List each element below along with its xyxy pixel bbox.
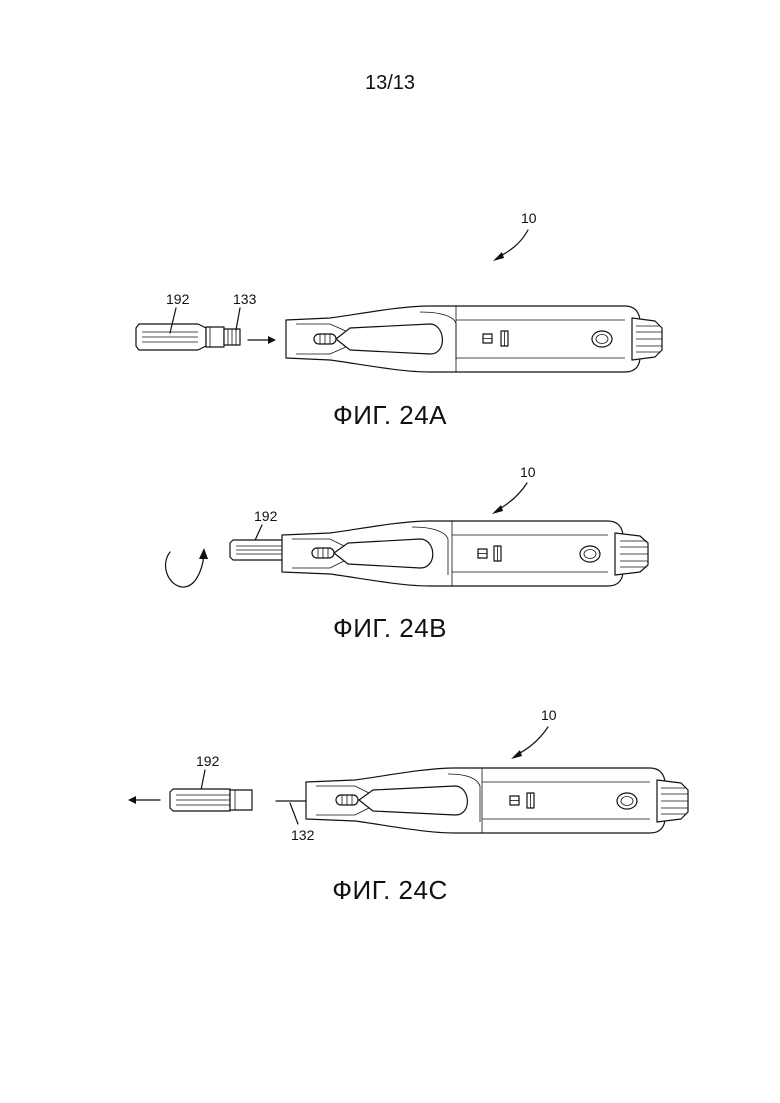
label-cap-192: 192 <box>196 753 220 769</box>
leader-133 <box>236 308 240 330</box>
figure-caption-24b: ФИГ. 24B <box>0 613 780 644</box>
protective-cap <box>136 324 240 350</box>
page-number: 13/13 <box>0 72 780 95</box>
removal-arrowhead <box>128 796 136 804</box>
device-body <box>282 521 648 586</box>
rotation-arrow <box>166 552 204 587</box>
arrowhead-10 <box>493 252 504 261</box>
protective-cap-attached <box>230 540 290 560</box>
arrowhead-10 <box>492 505 503 514</box>
device-body <box>286 306 662 372</box>
label-device-10: 10 <box>541 707 557 723</box>
figure-caption-24a: ФИГ. 24A <box>0 400 780 431</box>
protective-cap-removed <box>170 789 252 811</box>
label-needle-132: 132 <box>291 827 315 843</box>
rotation-arrowhead <box>199 548 208 559</box>
label-cap-192: 192 <box>254 508 278 524</box>
figure-24c: 10 192 132 <box>0 700 780 920</box>
figure-caption-24c: ФИГ. 24C <box>0 875 780 906</box>
figure-24b: 10 192 <box>0 455 780 655</box>
figure-24a: 10 192 133 <box>0 200 780 440</box>
label-cap-192: 192 <box>166 291 190 307</box>
insert-arrowhead <box>268 336 276 344</box>
device-body <box>306 768 688 833</box>
label-thread-133: 133 <box>233 291 257 307</box>
label-device-10: 10 <box>521 210 537 226</box>
arrowhead-10 <box>511 750 522 759</box>
leader-132 <box>290 803 298 824</box>
label-device-10: 10 <box>520 464 536 480</box>
